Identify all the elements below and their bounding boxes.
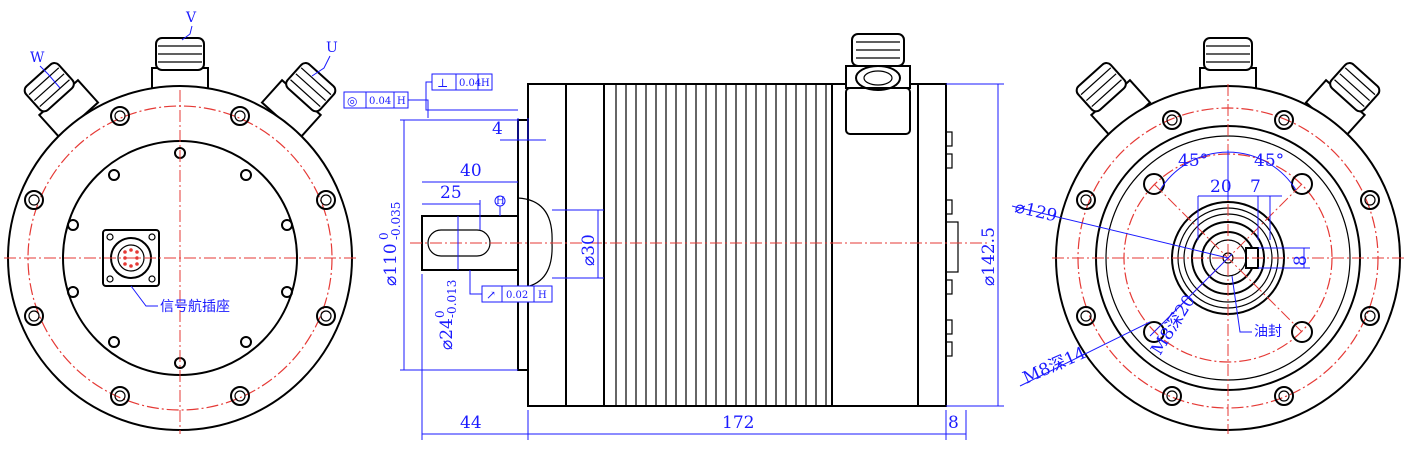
right-end-view: 45° 45° 20 7 8 ⌀129 M8深20 M8深14 油封 [1011,37,1404,434]
tolerance-perpendicularity: ⊥ 0.04 H [425,73,518,111]
svg-text:H: H [538,290,547,301]
dim-25: 25 [440,183,462,203]
dim-20: 20 [1210,177,1232,197]
dim-44: 44 [460,413,482,433]
dim-d24-upper-tol: 0 [433,310,447,318]
svg-text:0.02: 0.02 [506,290,528,301]
dim-d110-upper-tol: 0 [377,232,391,240]
front-flange-plate [517,119,529,371]
phase-label-w: W [30,50,45,66]
angle-45-left: 45° [1178,151,1208,171]
side-view: 44 172 8 40 25 4 H ⌀30 [343,33,1004,440]
svg-text:H: H [481,78,490,89]
dim-d110-lower-tol: -0.035 [389,202,403,240]
connector-label: 信号航插座 [160,299,230,315]
right-outer-bolt-holes [1076,110,1380,406]
dim-d110: ⌀110 [381,243,401,286]
dim-d129: ⌀129 [1013,197,1059,226]
dim-d142-5: ⌀142.5 [979,227,999,286]
dim-4: 4 [492,119,503,139]
oil-seal-label: 油封 [1254,324,1282,340]
rear-terminal-blocks [945,131,959,357]
svg-text:⊥: ⊥ [437,76,448,90]
dim-40: 40 [460,161,482,181]
angle-45-right: 45° [1254,151,1284,171]
svg-text:H: H [397,96,406,107]
svg-text:◎: ◎ [347,94,357,108]
cooling-fins [615,83,827,407]
dim-7: 7 [1250,177,1261,197]
tolerance-runout: ↗ 0.02 H [469,270,553,303]
dim-m8-depth14: M8深14 [1020,343,1089,388]
side-cable-gland [845,33,911,135]
tolerance-concentricity: ◎ 0.04 H [343,91,429,118]
svg-text:↗: ↗ [486,288,496,302]
left-outer-bolt-holes [24,106,336,406]
datum-marker-h: H [496,196,505,207]
dim-8-key: 8 [1291,255,1311,266]
svg-text:0.04: 0.04 [459,78,481,89]
side-dimensions: 44 172 8 40 25 4 H ⌀30 [343,73,1004,440]
svg-text:0.04: 0.04 [369,96,391,107]
phase-label-v: V [185,10,197,26]
phase-label-u: U [326,40,338,56]
dim-172: 172 [722,413,754,433]
dim-d24-lower-tol: -0.013 [445,280,459,318]
dim-8-bottom: 8 [948,413,959,433]
dim-d24: ⌀24 [437,318,457,350]
dim-d30: ⌀30 [579,234,599,266]
left-end-view: W V U 信号航插座 [4,10,358,434]
